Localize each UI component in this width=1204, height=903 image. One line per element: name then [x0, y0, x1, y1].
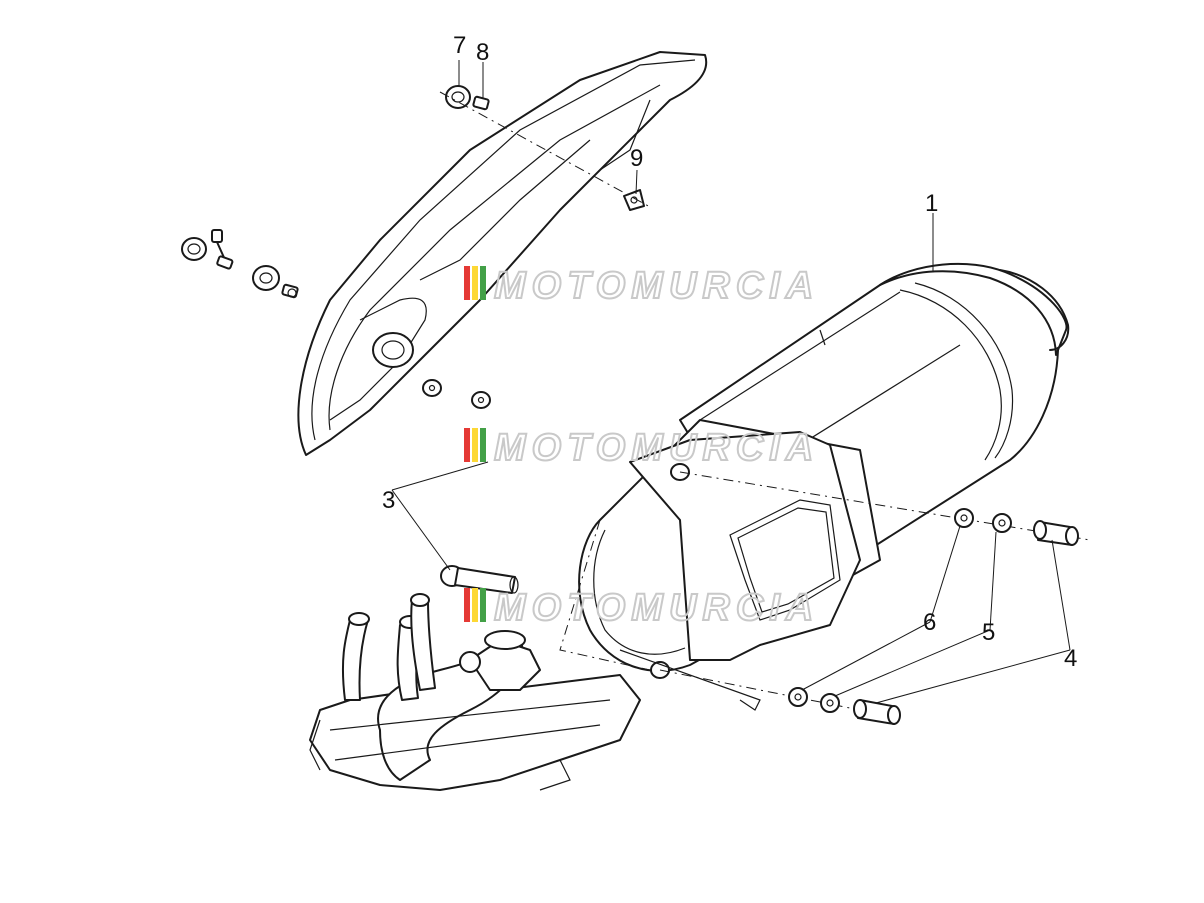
- watermark-stripe-yellow: [472, 428, 478, 462]
- washer-shield-2: [471, 391, 491, 409]
- leader-5-a: [989, 531, 997, 631]
- watermark-stripe-red: [464, 588, 470, 622]
- axis-line-upper: [679, 471, 1091, 541]
- watermark-stripe-green: [480, 266, 486, 300]
- leader-4-b: [875, 649, 1071, 704]
- washer-part-5-upper: [992, 513, 1012, 533]
- watermark-stripe-green: [480, 428, 486, 462]
- axis-line-left: [559, 519, 651, 671]
- axis-line-7-9: [439, 91, 653, 209]
- spacer-part-4-lower: [853, 699, 901, 725]
- watermark-3: MOTOMURCIA: [464, 586, 819, 630]
- screw-left-1: [211, 229, 234, 270]
- watermark-stripe-yellow: [472, 588, 478, 622]
- watermark-stripe-red: [464, 428, 470, 462]
- part-label-8: 8: [476, 39, 489, 66]
- part-label-3: 3: [382, 487, 395, 514]
- leader-4-a: [1051, 539, 1071, 651]
- leader-lines: [391, 60, 1071, 704]
- part-label-5: 5: [982, 619, 995, 646]
- watermark-stripe-yellow: [472, 266, 478, 300]
- clip-part-9: [623, 189, 645, 211]
- grommet-left-2: [252, 265, 280, 291]
- watermark-text: MOTOMURCIA: [494, 587, 819, 629]
- heat-shield: [297, 51, 708, 456]
- washer-part-6-lower: [788, 687, 808, 707]
- washer-part-5-lower: [820, 693, 840, 713]
- bolt-part-3: [440, 565, 519, 594]
- washer-part-6-upper: [954, 508, 974, 528]
- screw-left-2: [281, 283, 299, 299]
- leader-5-b: [834, 629, 991, 697]
- leader-6-b: [801, 621, 931, 691]
- part-label-6: 6: [923, 609, 936, 636]
- washer-shield-1: [422, 379, 442, 397]
- watermark-stripe-green: [480, 588, 486, 622]
- screw-part-8: [472, 95, 490, 111]
- catalyst-can: [578, 419, 881, 711]
- leader-3-b: [391, 489, 451, 571]
- spacer-part-4-upper: [1033, 520, 1079, 546]
- watermark-stripe-red: [464, 266, 470, 300]
- exhaust-manifold: [309, 593, 641, 791]
- grommet-part-7: [445, 85, 471, 109]
- part-label-4: 4: [1064, 645, 1077, 672]
- watermark-1: MOTOMURCIA: [464, 264, 819, 308]
- leader-6-a: [929, 525, 961, 623]
- grommet-left-1: [181, 237, 207, 261]
- watermark-2: MOTOMURCIA: [464, 426, 819, 470]
- part-label-1: 1: [925, 190, 938, 217]
- part-label-7: 7: [453, 32, 466, 59]
- watermark-text: MOTOMURCIA: [494, 265, 819, 307]
- part-label-9: 9: [630, 145, 643, 172]
- leader-3-a: [391, 461, 489, 491]
- watermark-text: MOTOMURCIA: [494, 427, 819, 469]
- leader-9: [635, 169, 638, 195]
